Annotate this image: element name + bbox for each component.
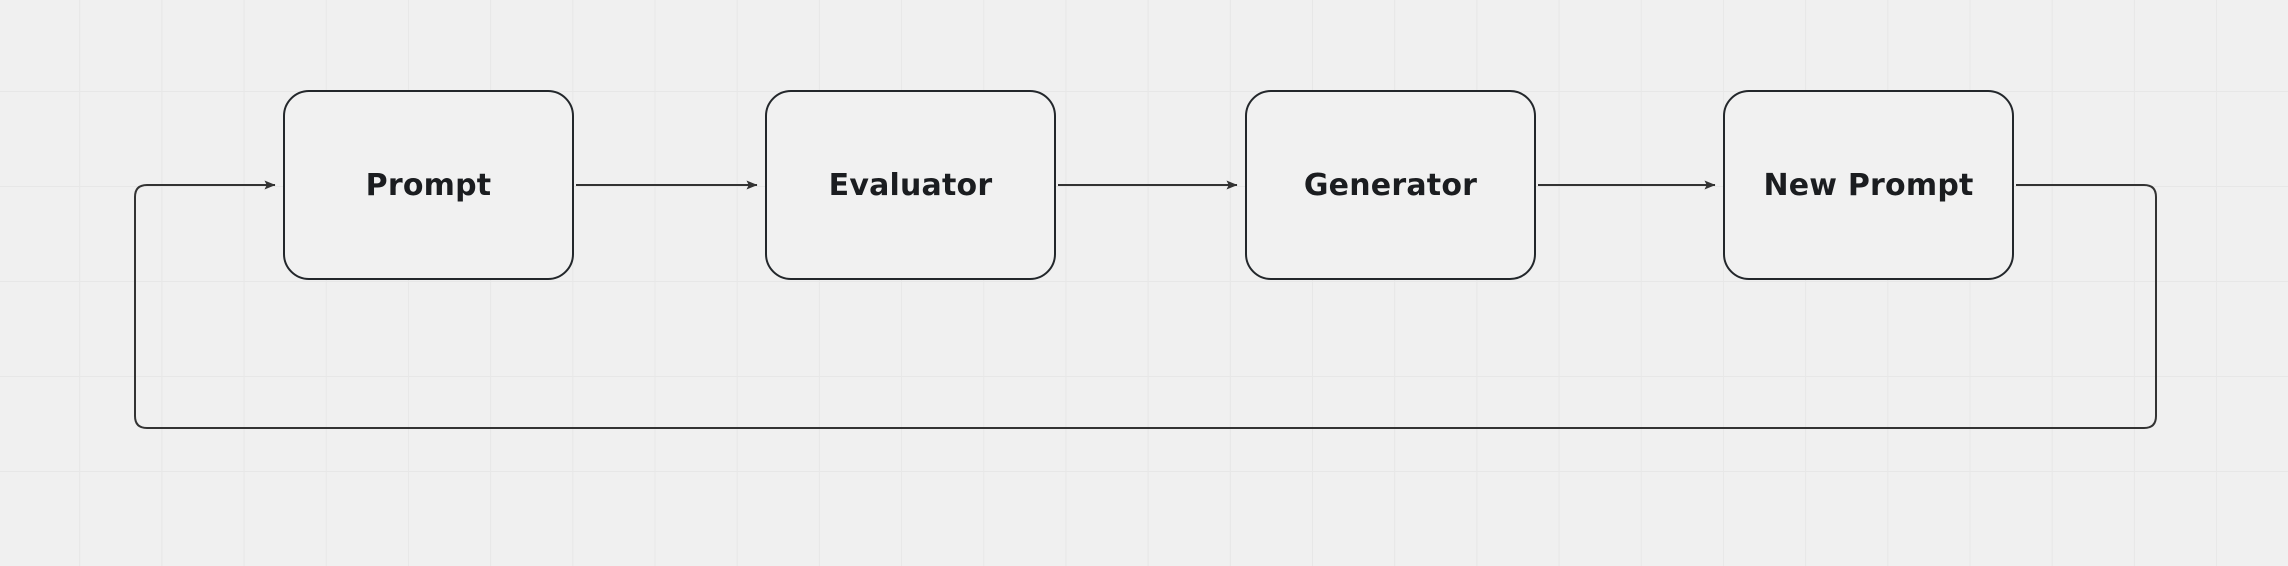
node-generator[interactable]: Generator xyxy=(1245,90,1536,280)
node-new-prompt-label: New Prompt xyxy=(1763,167,1974,203)
node-prompt-label: Prompt xyxy=(365,167,492,203)
node-generator-label: Generator xyxy=(1303,167,1478,203)
node-new-prompt[interactable]: New Prompt xyxy=(1723,90,2014,280)
node-evaluator-label: Evaluator xyxy=(828,167,993,203)
node-evaluator[interactable]: Evaluator xyxy=(765,90,1056,280)
node-prompt[interactable]: Prompt xyxy=(283,90,574,280)
